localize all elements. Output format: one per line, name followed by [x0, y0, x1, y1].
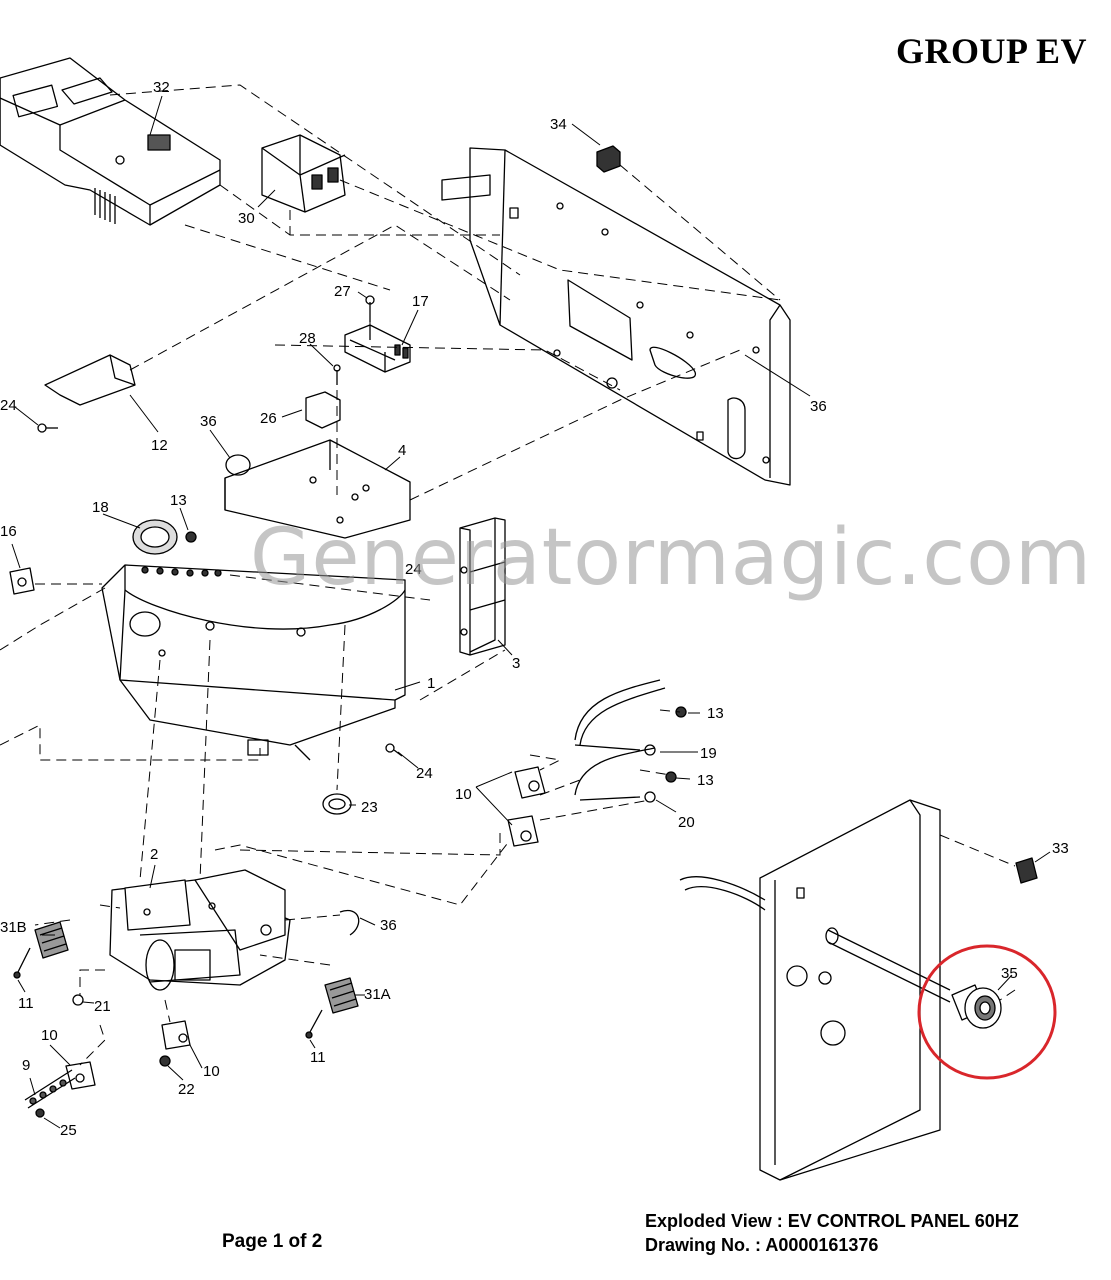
callout-13: 13: [697, 772, 714, 789]
part-23-grommet: [322, 793, 352, 815]
callout-11: 11: [310, 1049, 326, 1066]
callout-3: 3: [512, 655, 520, 672]
drawing-info: Exploded View : EV CONTROL PANEL 60HZ Dr…: [645, 1209, 1019, 1257]
part-13-nut-a: [185, 531, 197, 543]
callout-22: 22: [178, 1081, 195, 1098]
part-12-cover: [44, 354, 136, 406]
watermark: Generatormagic.com: [250, 513, 1092, 603]
callout-24: 24: [0, 397, 17, 414]
part-1-chassis: [101, 564, 406, 761]
callout-23: 23: [361, 799, 378, 816]
callout-10: 10: [455, 786, 472, 803]
callout-2: 2: [150, 846, 158, 863]
part-31a-terminal-block: [324, 977, 359, 1014]
part-16-clip: [9, 567, 35, 595]
part-4-plate: [224, 439, 411, 539]
part-10-lug-c: [161, 1020, 191, 1050]
group-title: GROUP EV: [895, 31, 1087, 71]
part-11-screw-a: [13, 947, 31, 979]
callout-24: 24: [405, 561, 422, 578]
callout-32: 32: [153, 79, 170, 96]
callout-36: 36: [380, 917, 397, 934]
part-20-cable: [574, 747, 656, 803]
part-22-nut: [159, 1055, 171, 1067]
callout-11: 11: [18, 995, 34, 1012]
part-10-lug-b: [507, 815, 539, 847]
part-21-screw: [72, 994, 84, 1006]
callout-9: 9: [22, 1057, 30, 1074]
callout-31a: 31A: [364, 986, 391, 1003]
part-18-grommet: [132, 519, 178, 555]
callout-35: 35: [1001, 965, 1018, 982]
highlight-circle: [917, 944, 1057, 1080]
callout-16: 16: [0, 523, 17, 540]
callout-36: 36: [200, 413, 217, 430]
part-32-controller-module: [0, 57, 221, 226]
callout-33: 33: [1052, 840, 1069, 857]
part-2-terminal-base: [109, 869, 291, 991]
callout-36: 36: [810, 398, 827, 415]
callout-1: 1: [427, 675, 435, 692]
callout-24: 24: [416, 765, 433, 782]
part-26-relay: [305, 391, 341, 429]
rear-panel: [441, 147, 791, 486]
page-number: Page 1 of 2: [222, 1231, 323, 1252]
part-13-nut-c: [665, 771, 677, 783]
callout-4: 4: [398, 442, 406, 459]
part-36-ring-a: [225, 454, 251, 476]
part-35-bushing: [951, 984, 1002, 1029]
callout-18: 18: [92, 499, 109, 516]
part-25-nut: [35, 1108, 45, 1118]
callout-27: 27: [334, 283, 351, 300]
callout-10: 10: [203, 1063, 220, 1080]
part-24-screw-left: [37, 423, 58, 433]
callout-26: 26: [260, 410, 277, 427]
callout-10: 10: [41, 1027, 58, 1044]
part-17-bracket: [344, 324, 411, 373]
part-9-terminal-strip: [24, 1069, 76, 1109]
part-11-screw-b: [305, 1009, 323, 1039]
callout-19: 19: [700, 745, 717, 762]
callout-12: 12: [151, 437, 168, 454]
callout-20: 20: [678, 814, 695, 831]
part-31b-terminal-block: [34, 921, 69, 959]
exploded-view-title: Exploded View : EV CONTROL PANEL 60HZ: [645, 1211, 1019, 1231]
part-19-cable: [574, 679, 666, 756]
callout-28: 28: [299, 330, 316, 347]
callout-30: 30: [238, 210, 255, 227]
side-panel: [679, 799, 951, 1181]
callout-31b: 31B: [0, 919, 27, 936]
callout-25: 25: [60, 1122, 77, 1139]
callout-21: 21: [94, 998, 111, 1015]
part-34-connector: [596, 145, 621, 173]
part-24-screw-mid: [385, 743, 403, 757]
part-30-relay: [261, 134, 346, 213]
part-36-ring-c: [339, 909, 360, 936]
part-10-lug-a: [514, 766, 546, 799]
callout-13: 13: [707, 705, 724, 722]
callout-34: 34: [550, 116, 567, 133]
part-10-lug-d: [65, 1061, 96, 1090]
callout-13: 13: [170, 492, 187, 509]
drawing-number: Drawing No. : A0000161376: [645, 1235, 879, 1255]
part-33-plug: [1015, 857, 1038, 884]
part-3-rail: [459, 517, 506, 656]
callout-17: 17: [412, 293, 429, 310]
